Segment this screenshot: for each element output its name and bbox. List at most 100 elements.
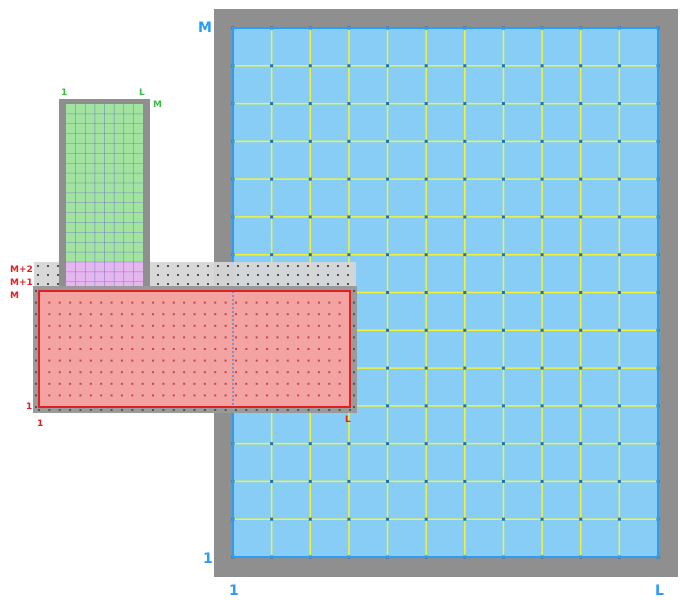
red-grid-dot [100, 301, 103, 304]
red-grid-border [38, 290, 351, 408]
red-grid-dot [120, 394, 123, 397]
red-grid-dot [193, 313, 196, 316]
red-grid-dot [131, 301, 134, 304]
red-grid-dot [224, 301, 227, 304]
red-grid-dot [286, 336, 289, 339]
red-grid-dot [110, 359, 113, 362]
large-grid-node [579, 479, 583, 483]
large-grid-node [424, 404, 428, 408]
red-grid-dot [69, 382, 72, 385]
ghost-band-dot [177, 274, 179, 276]
large-grid-node [463, 442, 467, 446]
red-grid-dot [69, 324, 72, 327]
ghost-band-dot [57, 283, 59, 285]
ghost-band-dot [267, 274, 269, 276]
large-grid-node [540, 517, 544, 521]
red-grid-dot [100, 348, 103, 350]
red-halo-dot [35, 324, 37, 327]
red-grid-dot [266, 359, 269, 362]
ghost-band-dot [37, 265, 39, 267]
large-grid-node [463, 139, 467, 143]
red-grid-dot [69, 301, 72, 304]
red-grid-dot [120, 371, 123, 374]
red-grid-dot [100, 313, 103, 316]
red-grid-dot [172, 359, 175, 362]
large-grid-node [386, 479, 390, 483]
large-grid-node [424, 479, 428, 483]
red-halo-dot [353, 348, 355, 350]
large-grid-node [308, 102, 312, 106]
ghost-band-dot [157, 265, 159, 267]
large-grid-node [270, 479, 274, 483]
red-grid-dot [255, 313, 258, 316]
red-grid-dot [338, 382, 341, 385]
ghost-band-dot [257, 265, 259, 267]
large-grid-node [579, 291, 583, 294]
red-grid-dot [120, 301, 123, 304]
red-halo-dot [338, 409, 341, 411]
red-grid-dot [58, 336, 61, 339]
red-grid-dot [255, 371, 258, 374]
large-grid-node [501, 102, 505, 106]
red-grid-dot [203, 301, 206, 304]
large-grid-node [308, 139, 312, 143]
red-grid-dot [162, 394, 165, 397]
large-grid-node [617, 253, 621, 257]
red-halo-dot [245, 409, 248, 411]
red-grid-dot [234, 313, 237, 316]
large-grid-node [270, 139, 274, 143]
red-halo-dot [353, 394, 355, 397]
red-grid-dot [224, 348, 227, 350]
red-grid-dot [307, 371, 310, 374]
ghost-band-dot [247, 283, 249, 285]
large-grid-node [501, 404, 505, 408]
large-grid-node [463, 479, 467, 483]
red-grid-dot [69, 394, 72, 397]
red-grid-dot [307, 382, 310, 385]
ghost-band-dot [307, 274, 309, 276]
red-grid-dot [58, 359, 61, 362]
large-grid-node [501, 177, 505, 181]
red-grid-dot [110, 313, 113, 316]
red-halo-dot [162, 409, 165, 411]
red-grid-dot [141, 324, 144, 327]
red-halo-dot [120, 409, 123, 411]
red-grid-dot [255, 324, 258, 327]
ghost-band-dot [37, 283, 39, 285]
ghost-band-dot [287, 265, 289, 267]
ghost-band-dot [237, 274, 239, 276]
ghost-band-dot [207, 283, 209, 285]
red-halo-dot [35, 336, 37, 339]
red-grid-dot [193, 324, 196, 327]
red-grid-dot [214, 371, 217, 374]
red-grid-dot [297, 359, 300, 362]
red-grid-dot [224, 382, 227, 385]
red-grid-dot [214, 336, 217, 339]
large-grid-node [386, 442, 390, 446]
red-halo-dot [58, 409, 61, 411]
red-grid-dot [110, 324, 113, 327]
red-grid-dot [69, 359, 72, 362]
red-grid-dot [79, 301, 82, 304]
red-halo-dot [35, 313, 37, 316]
red-halo-dot [353, 290, 355, 292]
red-grid-dot [255, 336, 258, 339]
red-grid-dot [172, 394, 175, 397]
red-grid-dot [297, 371, 300, 374]
large-grid-node [386, 253, 390, 257]
ghost-band-dot [57, 274, 59, 276]
red-x-left-label: 1 [37, 419, 43, 429]
ghost-band-dot [317, 274, 319, 276]
red-grid-dot [172, 382, 175, 385]
large-grid-node [386, 404, 390, 408]
large-grid-node [617, 291, 621, 294]
ghost-band-dot [317, 283, 319, 285]
green-grid-lines [66, 104, 143, 289]
red-grid-dot [162, 359, 165, 362]
red-grid-dot [338, 394, 341, 397]
red-grid-dot [162, 336, 165, 339]
red-grid-dot [162, 371, 165, 374]
red-grid-dot [276, 324, 279, 327]
large-grid-node [308, 177, 312, 181]
red-grid-dot [286, 359, 289, 362]
